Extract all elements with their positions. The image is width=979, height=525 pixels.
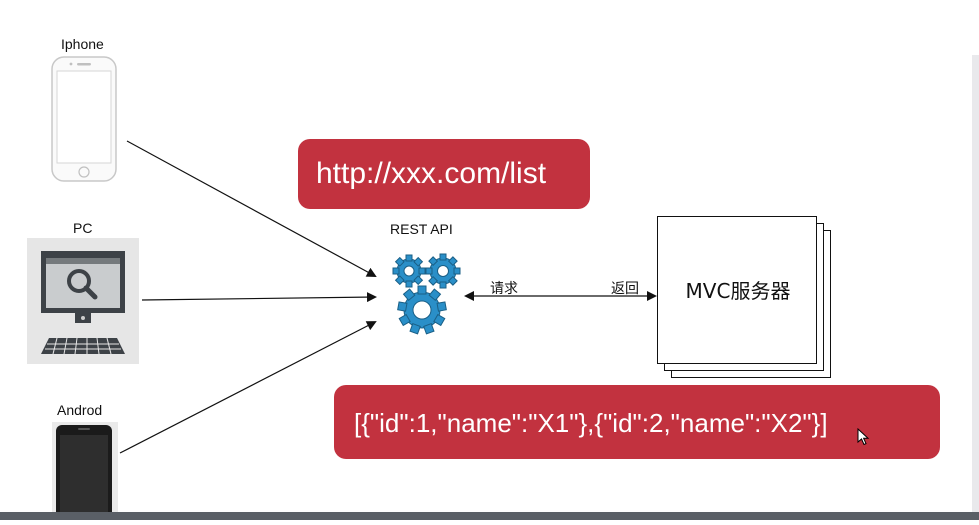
window-edge	[972, 55, 979, 515]
iphone-label: Iphone	[61, 36, 104, 52]
iphone-icon	[51, 56, 117, 182]
gear-icon	[392, 253, 461, 335]
json-response-text: [{"id":1,"name":"X1"},{"id":2,"name":"X2…	[354, 408, 828, 438]
mouse-cursor-icon	[857, 428, 870, 446]
api-url-text: http://xxx.com/list	[316, 157, 547, 190]
rest-api-label: REST API	[390, 221, 453, 237]
android-label: Androd	[57, 402, 103, 418]
pc-arrow	[141, 292, 377, 303]
iphone-arrow	[126, 140, 377, 277]
json-response-box: [{"id":1,"name":"X1"},{"id":2,"name":"X2…	[334, 385, 940, 459]
pc-monitor-icon	[27, 238, 139, 364]
mvc-server-label: MVC服务器	[685, 279, 791, 303]
request-label: 请求	[490, 281, 518, 297]
server-card-front: MVC服务器	[657, 216, 817, 364]
api-url-box: http://xxx.com/list	[298, 139, 590, 209]
pc-label: PC	[73, 220, 93, 236]
return-label: 返回	[611, 281, 639, 297]
android-phone-icon	[52, 422, 118, 520]
bottom-scrollbar[interactable]	[0, 512, 979, 520]
android-arrow	[119, 321, 377, 454]
